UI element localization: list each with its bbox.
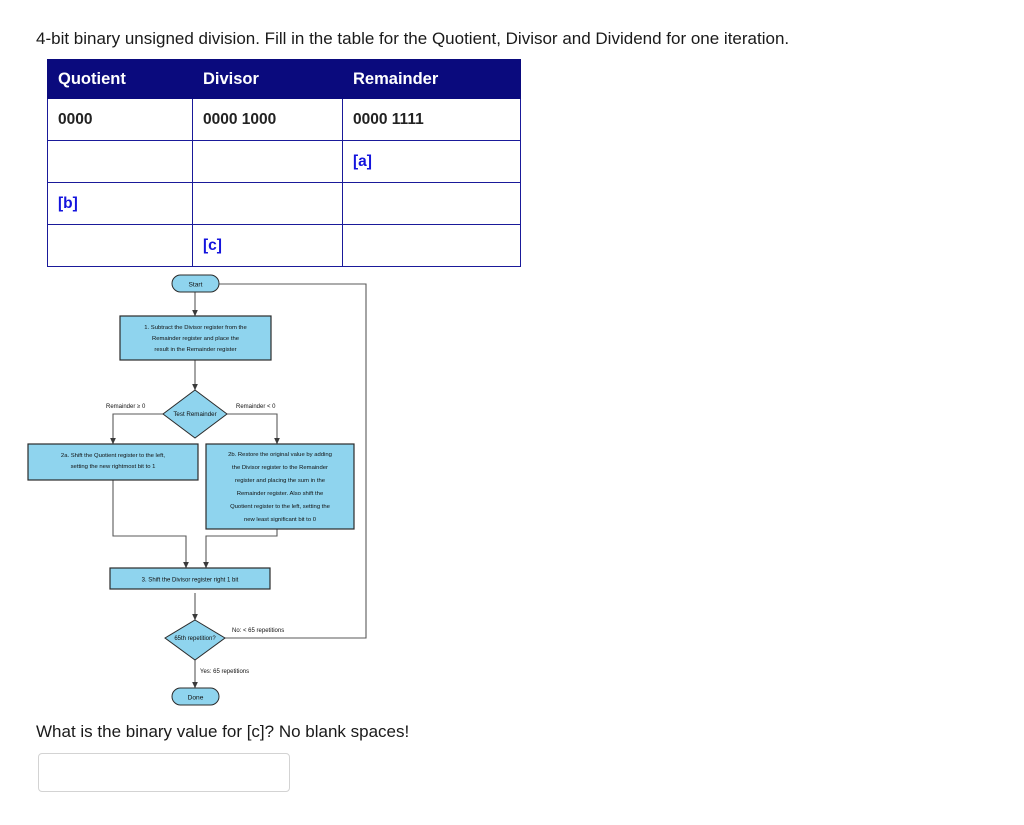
table-row: [a] — [47, 140, 521, 183]
table-row: [c] — [47, 224, 521, 267]
cell-quotient-row1: 0000 — [47, 98, 193, 141]
flow-node-test-remainder: Test Remainder — [162, 389, 228, 439]
cell-remainder-row3 — [342, 182, 521, 225]
flow-step1-line3: result in the Remainder register — [154, 347, 236, 353]
flow-branch-left-label: Remainder ≥ 0 — [106, 404, 146, 410]
flow-step2b-line2: the Divisor register to the Remainder — [232, 465, 328, 471]
table-row: 0000 0000 1000 0000 1111 — [47, 98, 521, 141]
page-title: 4-bit binary unsigned division. Fill in … — [36, 29, 790, 48]
flow-step2a-line2: setting the new rightmost bit to 1 — [71, 464, 156, 470]
flow-start-label: Start — [189, 282, 203, 289]
flow-step2b-line1: 2b. Restore the original value by adding — [228, 452, 332, 458]
flow-step2b-line6: new least significant bit to 0 — [244, 517, 317, 523]
connector-no-branch — [225, 290, 367, 639]
flow-yes-branch-label: Yes: 65 repetitions — [200, 669, 249, 675]
flow-repetition-label: 65th repetition? — [174, 636, 216, 642]
question-text: What is the binary value for [c]? No bla… — [36, 722, 410, 741]
table-header: Quotient Divisor Remainder — [47, 59, 521, 99]
flow-node-step3: 3. Shift the Divisor register right 1 bi… — [109, 567, 271, 590]
flow-step2b-line5: Quotient register to the left, setting t… — [230, 504, 331, 510]
connector-2b-to-step3 — [203, 529, 278, 569]
cell-divisor-row3 — [192, 182, 343, 225]
flow-node-step2a: 2a. Shift the Quotient register to the l… — [27, 443, 199, 481]
cell-remainder-row2-placeholder-a: [a] — [342, 140, 521, 183]
flow-node-done: Done — [171, 687, 220, 706]
table-header-row: Quotient Divisor Remainder — [47, 59, 521, 99]
flow-step2b-line4: Remainder register. Also shift the — [237, 491, 324, 497]
cell-divisor-row2 — [192, 140, 343, 183]
column-header-quotient: Quotient — [47, 59, 193, 99]
flow-no-branch-label: No: < 65 repetitions — [232, 628, 284, 634]
cell-quotient-row4 — [47, 224, 193, 267]
division-algorithm-flowchart: Start 1. Subtract the Divisor register f… — [0, 268, 420, 718]
cell-remainder-row1: 0000 1111 — [342, 98, 521, 141]
flow-branch-right-label: Remainder < 0 — [236, 404, 276, 410]
connector-loopback-to-top — [198, 281, 367, 290]
flow-step2b-line3: register and placing the sum in the — [235, 478, 326, 484]
flow-node-step2b: 2b. Restore the original value by adding… — [205, 443, 355, 530]
connector-test-to-2b — [227, 413, 280, 445]
flow-step3-label: 3. Shift the Divisor register right 1 bi… — [142, 578, 239, 584]
connector-2a-to-step3 — [112, 480, 189, 569]
flow-node-step1: 1. Subtract the Divisor register from th… — [119, 315, 272, 361]
table-body: 0000 0000 1000 0000 1111 [a] [b] [c] — [47, 98, 521, 267]
flow-step2a-line1: 2a. Shift the Quotient register to the l… — [61, 453, 165, 459]
cell-remainder-row4 — [342, 224, 521, 267]
cell-quotient-row2 — [47, 140, 193, 183]
column-header-remainder: Remainder — [342, 59, 521, 99]
division-table: Quotient Divisor Remainder 0000 0000 100… — [47, 59, 521, 267]
division-table-wrapper: Quotient Divisor Remainder 0000 0000 100… — [47, 59, 521, 267]
column-header-divisor: Divisor — [192, 59, 343, 99]
flow-done-label: Done — [188, 695, 204, 702]
answer-input[interactable] — [38, 753, 290, 792]
flow-step1-line1: 1. Subtract the Divisor register from th… — [144, 325, 247, 331]
connector-test-to-2a — [110, 413, 163, 445]
cell-divisor-row1: 0000 1000 — [192, 98, 343, 141]
flow-node-repetition-test: 65th repetition? — [164, 619, 226, 661]
flow-step1-line2: Remainder register and place the — [152, 336, 240, 342]
cell-divisor-row4-placeholder-c: [c] — [192, 224, 343, 267]
table-row: [b] — [47, 182, 521, 225]
flow-node-start: Start — [171, 274, 220, 293]
cell-quotient-row3-placeholder-b: [b] — [47, 182, 193, 225]
flow-test-label: Test Remainder — [173, 411, 216, 418]
